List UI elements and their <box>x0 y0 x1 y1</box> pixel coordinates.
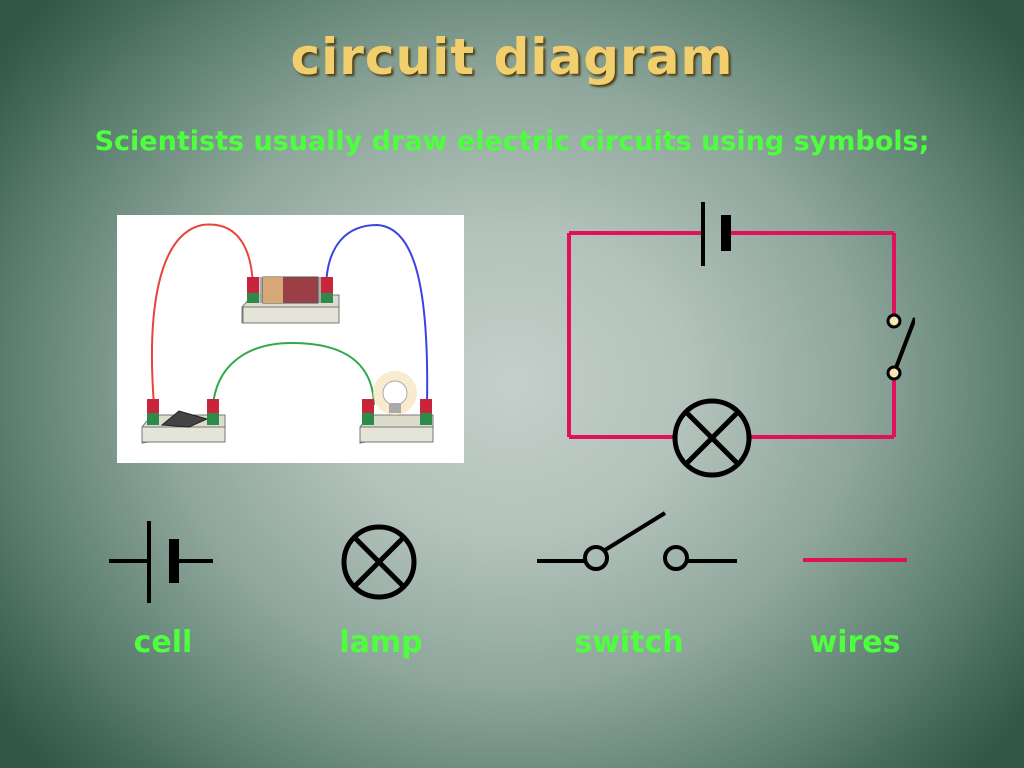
cell-symbol <box>105 515 220 610</box>
circuit-photo-icon <box>141 223 434 444</box>
slide-title: circuit diagram <box>290 28 734 86</box>
cell-label: cell <box>133 625 193 660</box>
switch-label: switch <box>574 625 684 660</box>
wire-symbol-icon <box>803 558 907 562</box>
wire-symbol <box>800 550 910 570</box>
switch-symbol <box>535 505 745 580</box>
slide-subtitle: Scientists usually draw electric circuit… <box>94 126 930 157</box>
lamp-symbol-icon <box>341 524 417 600</box>
lamp-symbol <box>335 522 425 602</box>
circuit-schematic <box>555 190 915 490</box>
switch-symbol-icon <box>537 511 737 571</box>
cell-symbol-icon <box>109 521 213 603</box>
lamp-label: lamp <box>339 625 423 660</box>
circuit-illustration <box>117 215 464 463</box>
circuit-schematic-icon <box>567 202 915 478</box>
wires-label: wires <box>809 625 901 660</box>
